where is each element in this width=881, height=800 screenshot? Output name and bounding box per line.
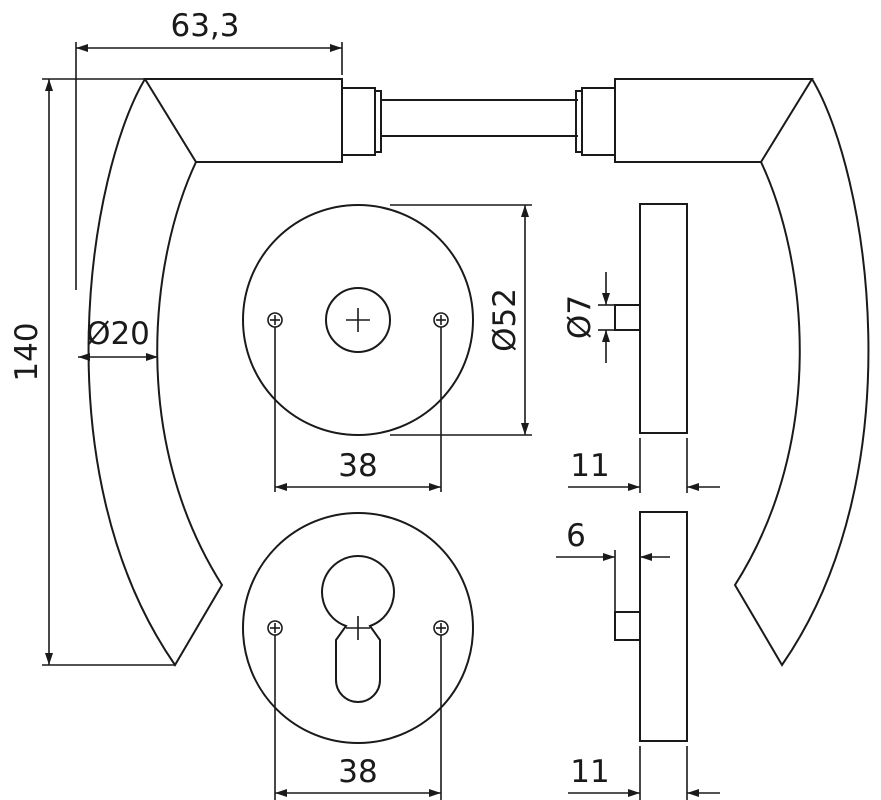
screw-icon (267, 620, 283, 636)
dimension-label-d7: Ø7 (562, 295, 598, 339)
dimension-label-11-top: 11 (570, 448, 609, 484)
spindle (381, 99, 578, 137)
rose-side-view-top (614, 203, 688, 434)
rose-key-escutcheon (242, 204, 474, 436)
dimension-handle-projection: 63,3 (75, 8, 343, 290)
dimension-label-38-top: 38 (338, 448, 377, 484)
dimension-screw-spacing-top: 38 (274, 327, 442, 492)
screw-icon (433, 312, 449, 328)
dimension-handle-length: 140 (9, 78, 175, 666)
dimension-label-6: 6 (566, 518, 586, 554)
dimension-label-d20: Ø20 (86, 316, 150, 352)
rose-cylinder-escutcheon (242, 512, 474, 744)
dimension-rose-thickness-bottom: 11 (568, 746, 720, 800)
screw-icon (267, 312, 283, 328)
dimension-label-11-bottom: 11 (570, 754, 609, 790)
dimension-label-d52: Ø52 (487, 288, 523, 352)
dimension-pin-diameter: Ø7 (562, 272, 614, 363)
rose-side-view-bottom (614, 511, 688, 742)
dimension-label-140: 140 (9, 322, 45, 381)
screw-icon (433, 620, 449, 636)
dimension-screw-spacing-bottom: 38 (274, 635, 442, 800)
left-lever-handle (87, 78, 382, 667)
dimension-label-63-3: 63,3 (170, 8, 239, 44)
dimension-label-38-bottom: 38 (338, 754, 377, 790)
dimension-rose-thickness-top: 11 (568, 438, 720, 493)
dimension-pin-projection: 6 (556, 518, 670, 612)
right-lever-handle (575, 78, 870, 667)
dimension-rose-diameter: Ø52 (390, 204, 532, 436)
dimension-handle-diameter: Ø20 (78, 316, 158, 361)
